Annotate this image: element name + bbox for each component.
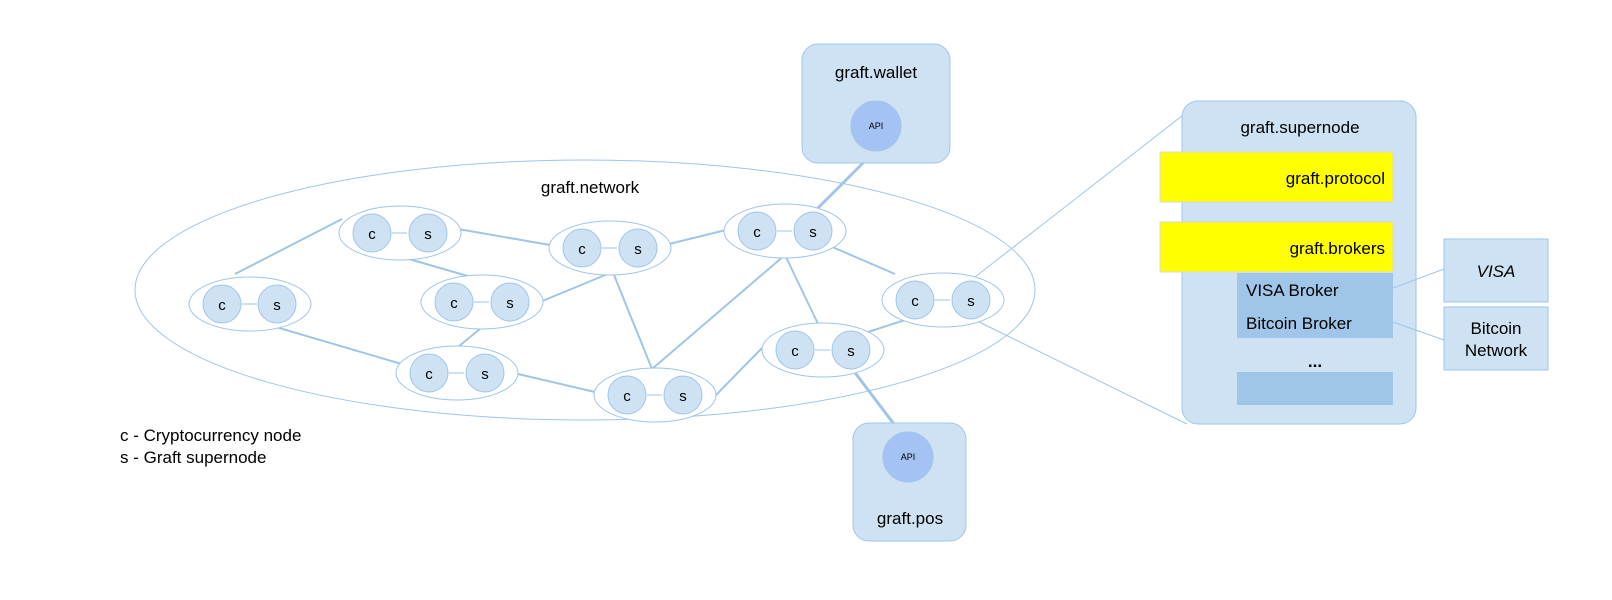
crypto-node-label: c xyxy=(425,366,433,383)
visa-link xyxy=(1392,268,1445,289)
supernode xyxy=(490,282,530,322)
brokers-box xyxy=(1159,221,1394,273)
zoom-line-bottom xyxy=(974,319,1188,425)
supernode xyxy=(663,375,703,415)
supernode-label: s xyxy=(273,297,281,314)
crypto-node xyxy=(352,213,392,253)
edge xyxy=(822,242,896,275)
supernode-label: s xyxy=(634,241,642,258)
edge xyxy=(517,373,596,393)
bitcoin-network-label-line2: Network xyxy=(1465,341,1528,360)
supernode xyxy=(408,213,448,253)
supernode-label: s xyxy=(506,295,514,312)
legend-item-supernode: s - Graft supernode xyxy=(120,448,267,467)
edge xyxy=(457,327,482,348)
supernode xyxy=(465,353,505,393)
edge xyxy=(867,319,906,333)
crypto-node xyxy=(562,228,602,268)
supernode-detail: graft.supernode graft.protocol graft.bro… xyxy=(1159,100,1417,425)
wallet-api-circle xyxy=(850,100,902,152)
crypto-node-label: c xyxy=(623,388,631,405)
edge xyxy=(664,228,731,246)
brokers-label: graft.brokers xyxy=(1290,239,1385,258)
bitcoin-network-external: Bitcoin Network xyxy=(1443,306,1549,371)
visa-broker-label: VISA Broker xyxy=(1246,281,1339,300)
wallet-api-label: API xyxy=(869,121,884,131)
supernode xyxy=(793,211,833,251)
edge xyxy=(651,254,786,370)
node-pair: c s xyxy=(723,203,847,259)
bitcoin-link xyxy=(1392,321,1445,341)
bitcoin-network-box xyxy=(1443,306,1549,371)
supernode-label: s xyxy=(424,226,432,243)
pos-api-circle xyxy=(882,431,934,483)
crypto-node-label: c xyxy=(578,241,586,258)
crypto-node-label: c xyxy=(218,297,226,314)
edge xyxy=(784,254,821,329)
network-title: graft.network xyxy=(541,178,640,197)
wallet-box: graft.wallet API xyxy=(801,43,951,164)
broker-list-box xyxy=(1237,273,1393,338)
visa-external: VISA xyxy=(1443,238,1549,303)
crypto-node xyxy=(737,211,777,251)
ellipsis-label: ... xyxy=(1308,352,1322,371)
supernode xyxy=(257,284,297,324)
empty-broker-slot xyxy=(1237,372,1393,405)
node-pair: c s xyxy=(593,367,717,423)
bitcoin-broker-label: Bitcoin Broker xyxy=(1246,314,1352,333)
edge xyxy=(611,269,653,370)
network-edges xyxy=(234,218,906,397)
wallet-title: graft.wallet xyxy=(835,63,917,82)
edge xyxy=(234,218,343,275)
protocol-label: graft.protocol xyxy=(1286,169,1385,188)
crypto-node-label: c xyxy=(791,343,799,360)
node-pair: c s xyxy=(395,345,519,401)
node-pair-highlighted: c s xyxy=(881,272,1005,328)
node-pair: c s xyxy=(338,205,462,261)
supernode-label: s xyxy=(481,366,489,383)
supernode-label: s xyxy=(847,343,855,360)
supernode-label: s xyxy=(967,293,975,310)
supernode-label: s xyxy=(679,388,687,405)
node-pair: c s xyxy=(761,322,885,378)
supernode xyxy=(951,280,991,320)
crypto-node xyxy=(409,353,449,393)
crypto-node xyxy=(202,284,242,324)
crypto-node xyxy=(775,330,815,370)
node-pair: c s xyxy=(420,274,544,330)
pos-api-label: API xyxy=(901,452,916,462)
crypto-node xyxy=(895,280,935,320)
supernode xyxy=(831,330,871,370)
crypto-node xyxy=(434,282,474,322)
crypto-node xyxy=(607,375,647,415)
node-pair: c s xyxy=(188,276,312,332)
crypto-node-label: c xyxy=(753,224,761,241)
node-pair: c s xyxy=(548,220,672,276)
protocol-box xyxy=(1159,151,1394,203)
pos-title: graft.pos xyxy=(877,509,943,528)
legend-item-crypto: c - Cryptocurrency node xyxy=(120,426,302,445)
edge xyxy=(539,272,611,303)
visa-box xyxy=(1443,238,1549,303)
bitcoin-network-label-line1: Bitcoin xyxy=(1470,319,1521,338)
edge xyxy=(457,228,551,246)
legend: c - Cryptocurrency node s - Graft supern… xyxy=(120,425,301,469)
crypto-node-label: c xyxy=(450,295,458,312)
pos-box: API graft.pos xyxy=(852,422,967,542)
crypto-node-label: c xyxy=(911,293,919,310)
crypto-node-label: c xyxy=(368,226,376,243)
zoom-line-top xyxy=(974,111,1188,278)
supernode-label: s xyxy=(809,224,817,241)
supernode-title: graft.supernode xyxy=(1240,118,1359,137)
visa-label: VISA xyxy=(1477,262,1516,281)
edge xyxy=(714,347,763,397)
supernode xyxy=(618,228,658,268)
